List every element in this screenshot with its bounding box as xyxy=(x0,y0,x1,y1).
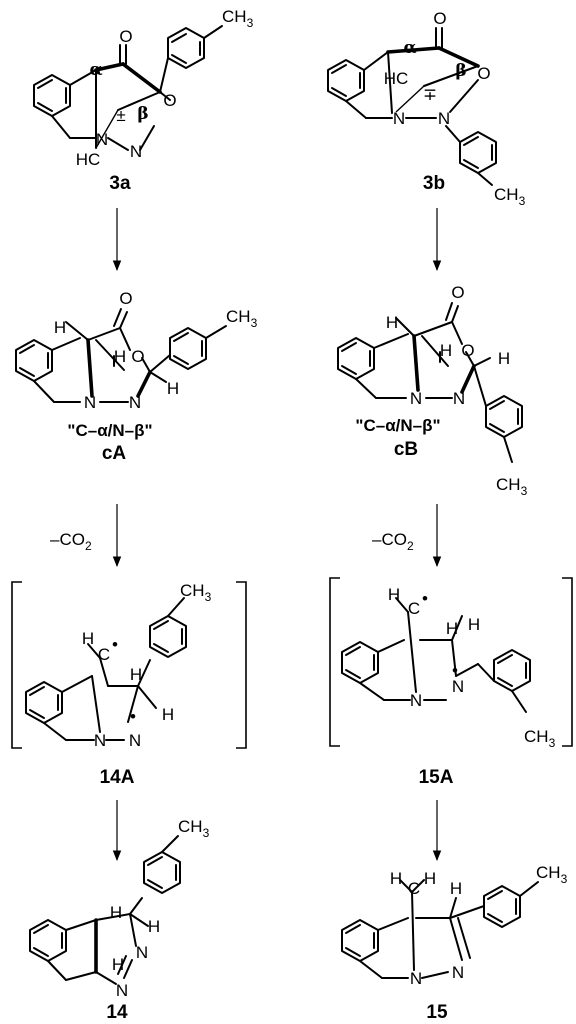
structure-3b: O O HC N N α β ∓ CH3 3b xyxy=(327,9,526,208)
label-minus-co2: –CO2 xyxy=(50,530,92,553)
structure-cB: O O H H H N N CH3 "C–α/N–β" cB xyxy=(337,283,528,498)
atom-H: H xyxy=(440,341,452,360)
atom-O: O xyxy=(451,283,464,302)
compound-label-14A: 14A xyxy=(100,767,135,788)
atom-N: N xyxy=(393,109,405,128)
compound-label-cA: cA xyxy=(102,443,127,464)
atom-O: O xyxy=(433,9,446,28)
structure-cA: O O H H H N N CH3 "C–α/N–β" cA xyxy=(15,289,258,464)
atom-H: H xyxy=(424,869,436,888)
atom-H: H xyxy=(112,955,124,974)
atom-N: N xyxy=(452,963,464,982)
atom-H: H xyxy=(450,879,462,898)
charge-minus-plus: ∓ xyxy=(423,85,437,104)
atom-CH3: CH3 xyxy=(536,863,568,886)
atom-H: H xyxy=(82,629,94,648)
structure-14A: H C • H H N N • CH3 14A xyxy=(11,581,247,788)
atom-N: N xyxy=(129,731,141,750)
atom-H: H xyxy=(386,313,398,332)
radical-dot: • xyxy=(452,661,458,680)
label-minus-co2: –CO2 xyxy=(372,530,414,553)
bracket-left xyxy=(329,577,340,747)
atom-H: H xyxy=(498,349,510,368)
atom-N: N xyxy=(438,109,450,128)
bracket-left xyxy=(11,581,22,749)
atom-H: H xyxy=(388,585,400,604)
atom-N: N xyxy=(130,142,142,161)
label-alpha: α xyxy=(89,60,102,80)
atom-N: N xyxy=(136,943,148,962)
atom-H: H xyxy=(468,615,480,634)
atom-CH3: CH3 xyxy=(496,475,528,498)
bracket-right xyxy=(562,577,573,747)
atom-HC: HC xyxy=(76,150,101,169)
atom-C: C xyxy=(98,645,110,664)
atom-N: N xyxy=(453,389,465,408)
atom-C: C xyxy=(408,879,420,898)
label-alpha: α xyxy=(403,38,416,58)
atom-O: O xyxy=(163,91,176,110)
atom-H: H xyxy=(54,318,66,337)
atom-H: H xyxy=(110,903,122,922)
compound-label-3a: 3a xyxy=(109,173,131,194)
radical-dot: • xyxy=(422,589,428,608)
compound-label-15A: 15A xyxy=(419,767,454,788)
atom-N: N xyxy=(410,969,422,988)
atom-H: H xyxy=(167,379,179,398)
atom-O: O xyxy=(131,347,144,366)
structure-15A: H C • H H N N • CH3 15A xyxy=(329,577,573,788)
radical-dot: • xyxy=(130,707,136,726)
atom-H: H xyxy=(130,665,142,684)
compound-label-3b: 3b xyxy=(423,173,445,194)
atom-CH3: CH3 xyxy=(494,185,526,208)
compound-label-cB: cB xyxy=(394,439,418,460)
atom-CH3: CH3 xyxy=(180,581,212,604)
atom-CH3: CH3 xyxy=(524,727,556,750)
atom-N: N xyxy=(94,731,106,750)
atom-O: O xyxy=(119,27,132,46)
atom-H: H xyxy=(162,705,174,724)
label-cA-description: "C–α/N–β" xyxy=(67,421,152,440)
atom-N: N xyxy=(129,393,141,412)
label-beta: β xyxy=(455,61,466,81)
atom-N: N xyxy=(452,677,464,696)
label-cB-description: "C–α/N–β" xyxy=(355,416,440,435)
structure-15: H C H H N N CH3 15 xyxy=(341,863,568,1023)
atom-O: O xyxy=(461,341,474,360)
compound-label-14: 14 xyxy=(106,1002,128,1023)
atom-N: N xyxy=(96,130,108,149)
atom-N: N xyxy=(84,393,96,412)
label-beta: β xyxy=(137,104,148,124)
atom-N: N xyxy=(116,981,128,1000)
atom-CH3: CH3 xyxy=(226,307,258,330)
radical-dot: • xyxy=(112,635,118,654)
structure-14: H H H N N CH3 14 xyxy=(29,817,210,1023)
structure-3a: O O HC N N α β ± CH3 3a xyxy=(33,7,254,194)
bracket-right xyxy=(236,581,247,749)
atom-N: N xyxy=(410,691,422,710)
atom-O: O xyxy=(119,289,132,308)
atom-HC: HC xyxy=(384,69,409,88)
atom-O: O xyxy=(477,64,490,83)
atom-CH3: CH3 xyxy=(222,7,254,30)
atom-H: H xyxy=(390,869,402,888)
atom-CH3: CH3 xyxy=(178,817,210,840)
atom-H: H xyxy=(446,619,458,638)
atom-H: H xyxy=(148,917,160,936)
atom-C: C xyxy=(408,599,420,618)
compound-label-15: 15 xyxy=(426,1002,448,1023)
atom-H: H xyxy=(114,347,126,366)
charge-plus-minus: ± xyxy=(116,106,125,125)
atom-N: N xyxy=(410,389,422,408)
